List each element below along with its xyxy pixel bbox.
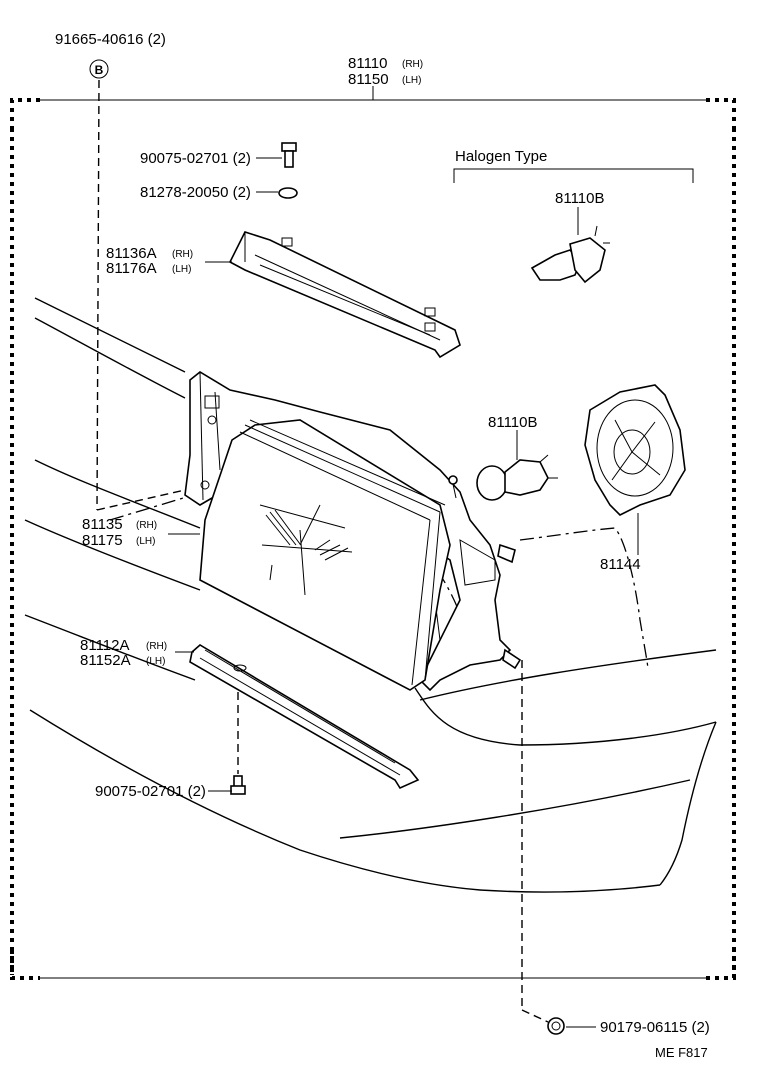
lower-retainer-81112a: [189, 644, 420, 790]
label-81278-20050: 81278-20050 (2): [140, 184, 251, 201]
label-91665-40616: 91665-40616 (2): [55, 31, 166, 48]
screw-90075-top: [281, 142, 297, 168]
pin-near-bulb: [448, 475, 458, 499]
washer-81278: [278, 187, 298, 199]
label-81175-side: (LH): [136, 536, 155, 547]
label-81110b-halogen: 81110B: [555, 190, 605, 207]
label-90075-02701-bottom: 90075-02701 (2): [95, 783, 206, 800]
assembly-boundary-frame: [10, 86, 736, 980]
label-81144: 81144: [600, 556, 641, 573]
label-81110: 81110: [348, 55, 388, 72]
label-81150: 81150: [348, 71, 389, 88]
nut-90179: [547, 1017, 565, 1035]
headlamp-lens-unit: [199, 419, 451, 691]
label-81152a: 81152A: [80, 652, 131, 669]
label-81152a-side: (LH): [146, 656, 165, 667]
label-81135: 81135: [82, 516, 123, 533]
screw-90075-bottom: [230, 775, 246, 795]
label-81175: 81175: [82, 532, 123, 549]
label-81110b: 81110B: [488, 414, 538, 431]
label-halogen-type: Halogen Type: [455, 148, 547, 165]
adjuster-screw: [497, 543, 522, 670]
label-81110-side: (RH): [402, 59, 423, 70]
marker-b: B: [89, 59, 109, 79]
label-81112a: 81112A: [80, 637, 130, 654]
label-81136a-side: (RH): [172, 249, 193, 260]
upper-retainer-81136a: [228, 231, 461, 359]
vehicle-body-outline: [24, 297, 717, 893]
bulb-81110b: [476, 454, 558, 501]
label-81136a: 81136A: [106, 245, 157, 262]
figure-code: ME F817: [655, 1045, 708, 1060]
leader-lines: [96, 79, 694, 1028]
label-81176a: 81176A: [106, 260, 157, 277]
label-81150-side: (LH): [402, 75, 421, 86]
socket-cover-81144: [584, 384, 686, 516]
label-90179-06115: 90179-06115 (2): [600, 1019, 710, 1036]
label-81135-side: (RH): [136, 520, 157, 531]
label-81176a-side: (LH): [172, 264, 191, 275]
label-81112a-side: (RH): [146, 641, 167, 652]
halogen-bulb-81110b: [530, 225, 610, 284]
marker-b-letter: B: [95, 63, 104, 77]
label-90075-02701-top: 90075-02701 (2): [140, 150, 251, 167]
